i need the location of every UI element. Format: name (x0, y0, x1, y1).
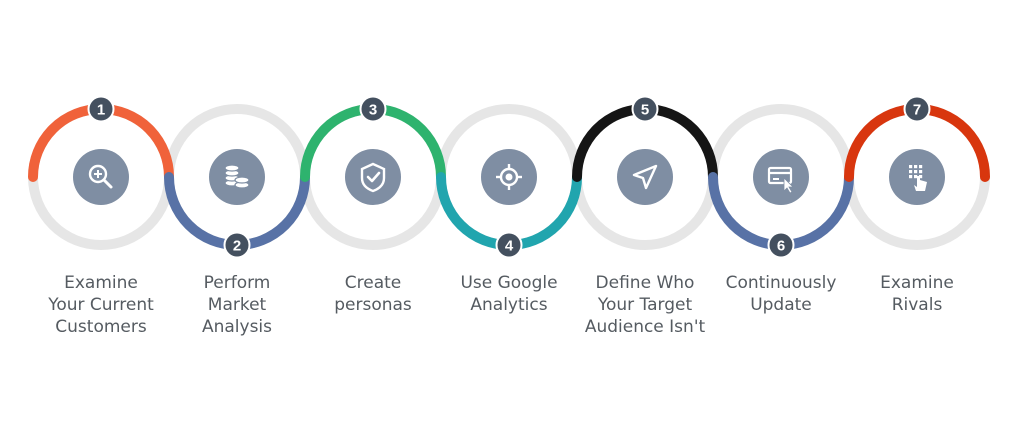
step-label-line: Analytics (470, 295, 548, 315)
step-label-line: Examine (64, 273, 138, 293)
step-number-badge: 3 (359, 95, 387, 123)
step-number-badge: 1 (87, 95, 115, 123)
step-label-line: Update (750, 295, 812, 315)
step-number-badge: 5 (631, 95, 659, 123)
step-label-line: Rivals (891, 295, 943, 315)
search-plus-icon (73, 149, 129, 205)
step-number-badge: 2 (223, 231, 251, 259)
step-number: 4 (505, 238, 514, 255)
crosshair-icon (481, 149, 537, 205)
step-label-line: Your Current (48, 295, 154, 315)
step-label-line: Audience Isn't (584, 317, 706, 337)
step-label-line: Examine (880, 273, 954, 293)
shield-check-icon (345, 149, 401, 205)
number-badge-group: 1 2 3 4 5 6 7 (87, 95, 931, 259)
step-label-line: Customers (55, 317, 147, 337)
step-label-line: Market (207, 295, 267, 315)
navigation-arrow-icon (617, 149, 673, 205)
step-number: 1 (97, 102, 105, 119)
step-label-line: Your Target (597, 295, 693, 315)
step-number: 6 (777, 238, 785, 255)
step-number-badge: 6 (767, 231, 795, 259)
step-number-badge: 4 (495, 231, 523, 259)
coins-icon (209, 149, 265, 205)
card-cursor-icon (753, 149, 809, 205)
icon-group (73, 149, 945, 205)
keypad-tap-icon (889, 149, 945, 205)
step-number: 5 (641, 102, 649, 119)
step-number: 7 (913, 102, 921, 119)
step-label-line: Continuously (725, 273, 837, 293)
step-number: 2 (233, 238, 241, 255)
step-label-line: Create (344, 273, 402, 293)
step-label-line: personas (334, 295, 412, 315)
step-number-badge: 7 (903, 95, 931, 123)
step-label-line: Define Who (595, 273, 695, 293)
step-label-line: Use Google (460, 273, 558, 293)
step-label-line: Perform (203, 273, 271, 293)
step-label-line: Analysis (201, 317, 273, 337)
step-number: 3 (369, 102, 377, 119)
